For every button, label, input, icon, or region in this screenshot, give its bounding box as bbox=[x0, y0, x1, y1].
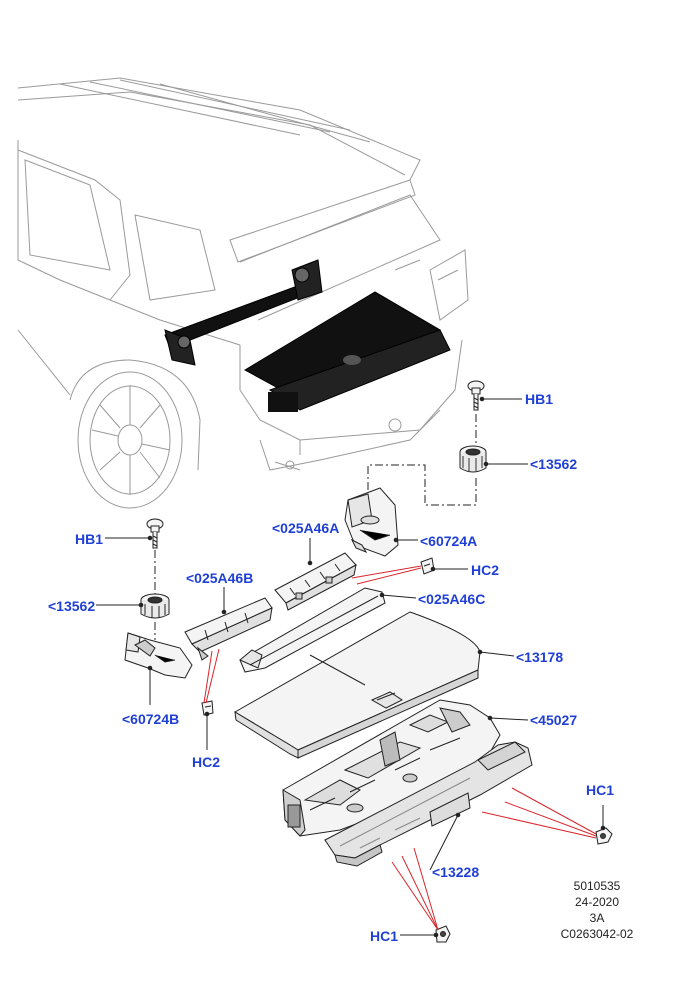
red-leader-lines bbox=[203, 565, 597, 931]
clip-hc1-bottom bbox=[435, 925, 451, 943]
bracket-60724b bbox=[124, 632, 193, 679]
grommet-13562-left bbox=[140, 593, 170, 619]
bracket-60724a bbox=[344, 487, 399, 557]
rail-025a46a bbox=[274, 552, 357, 611]
rail-025a46b bbox=[184, 597, 273, 661]
installed-rail-assembly bbox=[164, 259, 323, 366]
label-025a46c: <025A46C bbox=[418, 591, 486, 607]
label-hb1-right: HB1 bbox=[525, 391, 554, 407]
clip-hc1-right bbox=[595, 827, 613, 845]
reference-line-3: 3A bbox=[589, 911, 605, 925]
label-13228: <13228 bbox=[432, 864, 480, 880]
load-floor-13178 bbox=[234, 611, 481, 759]
label-45027: <45027 bbox=[530, 712, 578, 728]
label-13178: <13178 bbox=[516, 649, 564, 665]
label-13562-right: <13562 bbox=[530, 456, 578, 472]
label-60724b: <60724B bbox=[122, 711, 180, 727]
label-025a46a: <025A46A bbox=[272, 520, 340, 536]
label-leader-lines bbox=[96, 396, 606, 938]
label-hc1-bottom: HC1 bbox=[370, 928, 399, 944]
clip-hc2-bottom bbox=[201, 700, 214, 716]
reference-line-2: 24-2020 bbox=[574, 895, 620, 909]
bolt-hb1-right bbox=[467, 380, 485, 411]
label-hb1-left: HB1 bbox=[75, 531, 104, 547]
vehicle-outline bbox=[17, 77, 469, 509]
label-60724a: <60724A bbox=[420, 533, 478, 549]
label-025a46b: <025A46B bbox=[186, 570, 254, 586]
label-13562-left: <13562 bbox=[48, 598, 96, 614]
rail-025a46c bbox=[239, 587, 386, 673]
storage-tray-45027 bbox=[282, 699, 501, 837]
clip-hc2-right bbox=[420, 557, 435, 575]
reference-block: 5010535 24-2020 3A C0263042-02 bbox=[542, 878, 652, 942]
grommet-13562-right bbox=[459, 445, 487, 473]
reference-line-1: 5010535 bbox=[573, 879, 621, 893]
label-hc2-right: HC2 bbox=[471, 562, 500, 578]
reference-line-4: C0263042-02 bbox=[560, 927, 634, 941]
scuff-plate-13228 bbox=[324, 741, 533, 867]
label-hc1-right: HC1 bbox=[586, 782, 615, 798]
label-hc2-bottom: HC2 bbox=[192, 754, 221, 770]
installed-load-floor bbox=[243, 291, 451, 412]
bolt-hb1-left bbox=[146, 518, 164, 549]
